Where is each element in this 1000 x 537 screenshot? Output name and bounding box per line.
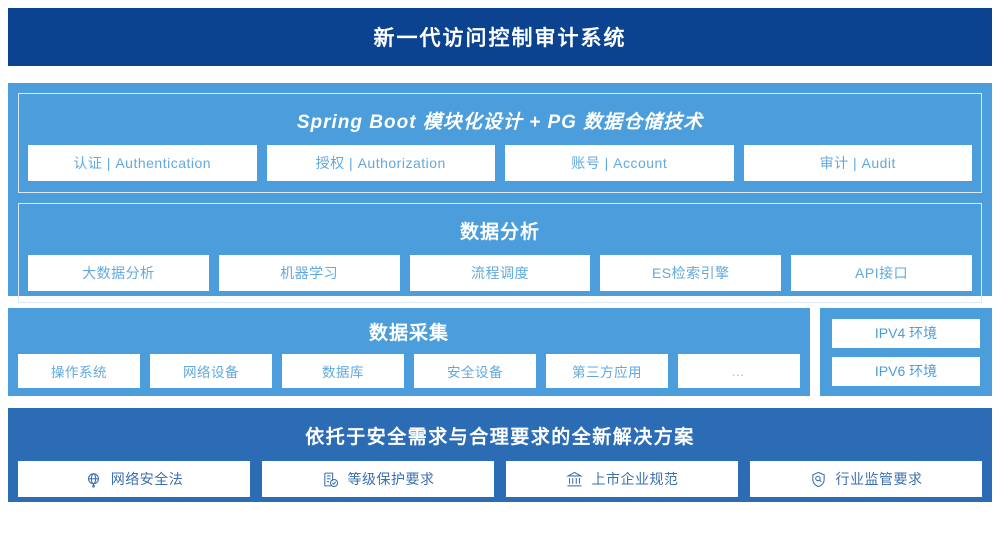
page-header: 新一代访问控制审计系统 — [8, 8, 992, 66]
analysis-chip-process-scheduling[interactable]: 流程调度 — [409, 255, 591, 291]
solution-chip-label: 上市企业规范 — [591, 471, 679, 487]
analysis-chip-machine-learning[interactable]: 机器学习 — [218, 255, 400, 291]
solution-chip-classified-protection[interactable]: 等级保护要求 — [262, 461, 494, 497]
environment-panel: IPV4 环境 IPV6 环境 — [820, 308, 992, 396]
page-title: 新一代访问控制审计系统 — [373, 27, 627, 50]
document-check-icon — [322, 471, 339, 488]
solution-chip-industry-regulation[interactable]: 行业监管要求 — [750, 461, 982, 497]
collection-chip-database[interactable]: 数据库 — [282, 354, 404, 388]
analysis-chip-api[interactable]: API接口 — [791, 255, 972, 291]
platform-chip-authentication[interactable]: 认证 | Authentication — [28, 145, 257, 181]
collection-chip-more[interactable]: … — [678, 354, 800, 388]
platform-chip-authorization[interactable]: 授权 | Authorization — [266, 145, 495, 181]
solution-chip-row: 网络安全法 等级保护要求 — [18, 461, 982, 497]
platform-chip-audit[interactable]: 审计 | Audit — [743, 145, 972, 181]
environment-chip-ipv4[interactable]: IPV4 环境 — [832, 318, 980, 348]
solution-chip-listed-company-standard[interactable]: 上市企业规范 — [506, 461, 738, 497]
platform-chip-row: 认证 | Authentication 授权 | Authorization 账… — [28, 145, 972, 181]
analysis-group: 数据分析 大数据分析 机器学习 流程调度 ES检索引擎 API接口 — [18, 203, 982, 303]
solution-panel: 依托于安全需求与合理要求的全新解决方案 网络安全法 — [8, 408, 992, 502]
collection-panel: 数据采集 操作系统 网络设备 数据库 安全设备 第三方应用 … — [8, 308, 810, 396]
environment-chip-ipv6[interactable]: IPV6 环境 — [832, 356, 980, 386]
architecture-diagram-page: 新一代访问控制审计系统 Spring Boot 模块化设计 + PG 数据仓储技… — [0, 8, 1000, 537]
collection-chip-security-device[interactable]: 安全设备 — [414, 354, 536, 388]
shield-search-icon — [810, 471, 827, 488]
collection-chip-row: 操作系统 网络设备 数据库 安全设备 第三方应用 … — [18, 354, 800, 388]
analysis-chip-row: 大数据分析 机器学习 流程调度 ES检索引擎 API接口 — [28, 255, 972, 291]
platform-group-title: Spring Boot 模块化设计 + PG 数据仓储技术 — [296, 112, 704, 133]
collection-title: 数据采集 — [368, 323, 449, 344]
solution-chip-label: 网络安全法 — [110, 471, 184, 487]
solution-chip-label: 行业监管要求 — [835, 471, 923, 487]
collection-row: 数据采集 操作系统 网络设备 数据库 安全设备 第三方应用 … IPV4 环境 … — [8, 308, 992, 396]
collection-chip-os[interactable]: 操作系统 — [18, 354, 140, 388]
bank-icon — [565, 471, 583, 488]
platform-group: Spring Boot 模块化设计 + PG 数据仓储技术 认证 | Authe… — [18, 93, 982, 193]
platform-panel: Spring Boot 模块化设计 + PG 数据仓储技术 认证 | Authe… — [8, 83, 992, 303]
globe-icon — [85, 471, 102, 488]
analysis-group-title: 数据分析 — [459, 222, 540, 243]
platform-chip-account[interactable]: 账号 | Account — [505, 145, 734, 181]
analysis-chip-bigdata[interactable]: 大数据分析 — [28, 255, 209, 291]
solution-title: 依托于安全需求与合理要求的全新解决方案 — [305, 427, 695, 448]
collection-chip-network-device[interactable]: 网络设备 — [150, 354, 272, 388]
solution-chip-cybersecurity-law[interactable]: 网络安全法 — [18, 461, 250, 497]
collection-chip-third-party-app[interactable]: 第三方应用 — [546, 354, 668, 388]
analysis-chip-es-search[interactable]: ES检索引擎 — [600, 255, 782, 291]
solution-chip-label: 等级保护要求 — [347, 471, 435, 487]
